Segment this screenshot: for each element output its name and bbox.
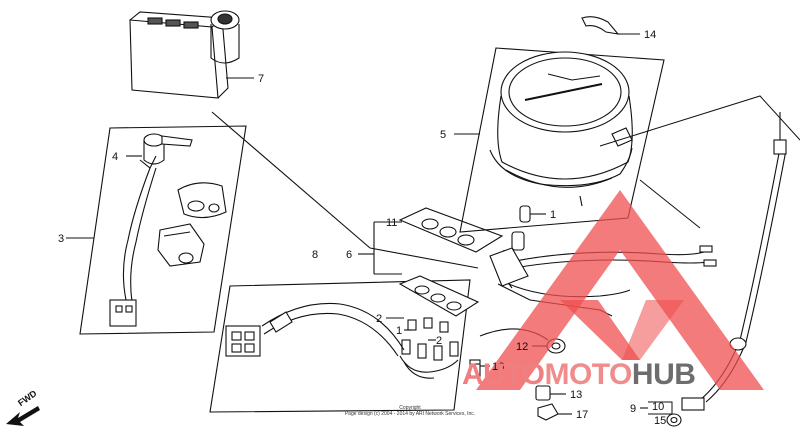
callout-7: 7 — [258, 73, 264, 85]
switch-cover-lower — [157, 223, 205, 267]
callout-16: 16 — [492, 361, 504, 373]
callout-8: 8 — [312, 249, 318, 261]
callout-14: 14 — [644, 29, 656, 41]
copyright-notice: Copyright Page design (c) 2004 - 2014 by… — [300, 405, 520, 417]
meter-bracket — [489, 247, 529, 287]
callout-11: 11 — [386, 217, 397, 229]
lens-clip — [581, 16, 620, 35]
speedometer-cable — [681, 112, 787, 411]
copyright-line-2: Page design (c) 2004 - 2014 by ARI Netwo… — [344, 411, 476, 417]
cap-nut — [537, 403, 559, 421]
watermark-part-hub: HUB — [631, 358, 696, 391]
callout-12: 12 — [516, 341, 528, 353]
watermark-part-moto: MOTO — [544, 358, 632, 391]
watermark-logo-icon — [476, 190, 764, 390]
callout-6: 6 — [346, 249, 352, 261]
ignition-switch — [109, 133, 193, 327]
callout-1-harness: 1 — [396, 325, 402, 337]
callout-17: 17 — [576, 409, 588, 421]
copyright-line-1: Copyright — [399, 405, 421, 411]
switch-cover-upper — [177, 182, 227, 219]
callout-9: 9 — [630, 403, 636, 415]
callout-1-meter: 1 — [550, 209, 556, 221]
watermark-wordmark: AUTOMOTOHUB — [462, 358, 696, 392]
watermark-part-auto: AUTO — [462, 358, 545, 391]
cable-clip — [666, 413, 682, 427]
callout-2-left: 2 — [376, 313, 382, 325]
bolt — [469, 359, 481, 377]
speedometer — [489, 51, 633, 207]
ignition-switch-group-frame — [79, 125, 247, 335]
callout-3: 3 — [58, 233, 64, 245]
bulb-socket-cluster — [399, 317, 459, 379]
wire-harness-group-frame — [209, 279, 471, 413]
indicator-housing — [129, 10, 240, 99]
callout-10: 10 — [652, 401, 664, 413]
callout-2-right: 2 — [436, 335, 442, 347]
callout-15: 15 — [654, 415, 666, 427]
callout-4: 4 — [112, 151, 118, 163]
collar-nut — [535, 385, 551, 401]
socket-plate-upper — [398, 207, 504, 253]
callout-13: 13 — [570, 389, 582, 401]
socket-plate-lower — [398, 275, 480, 317]
fwd-arrow-icon — [6, 406, 40, 426]
wire-harness — [225, 302, 405, 357]
callout-5: 5 — [440, 129, 446, 141]
